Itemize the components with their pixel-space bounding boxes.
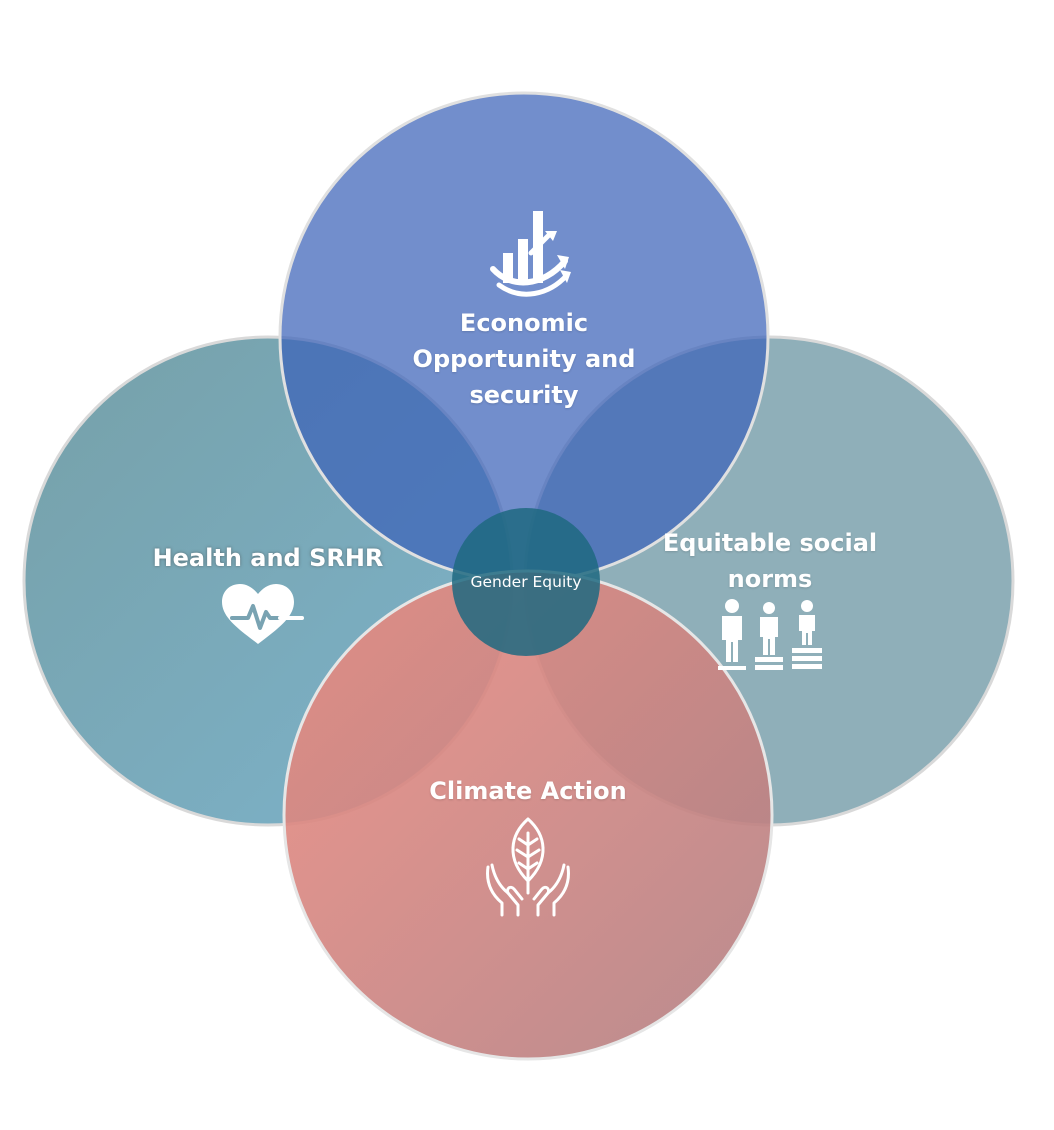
social-norms-label: Equitable social norms (640, 525, 900, 597)
economic-label: Economic Opportunity and security (394, 305, 654, 413)
economic-label-line3: security (469, 381, 579, 409)
health-label: Health and SRHR (152, 544, 384, 572)
social-norms-label-line2: norms (727, 565, 813, 593)
gender-equity-circle (452, 508, 600, 656)
economic-label-line2: Opportunity and (412, 345, 636, 373)
growth-chart-icon (490, 211, 571, 297)
heartbeat-icon (222, 584, 304, 644)
climate-label: Climate Action (429, 777, 627, 805)
hands-leaf-icon (486, 817, 570, 917)
economic-label-line1: Economic (459, 309, 589, 337)
gender-equity-label: Gender Equity (470, 573, 582, 591)
people-equity-icon (718, 599, 822, 670)
social-norms-label-line1: Equitable social (662, 529, 878, 557)
